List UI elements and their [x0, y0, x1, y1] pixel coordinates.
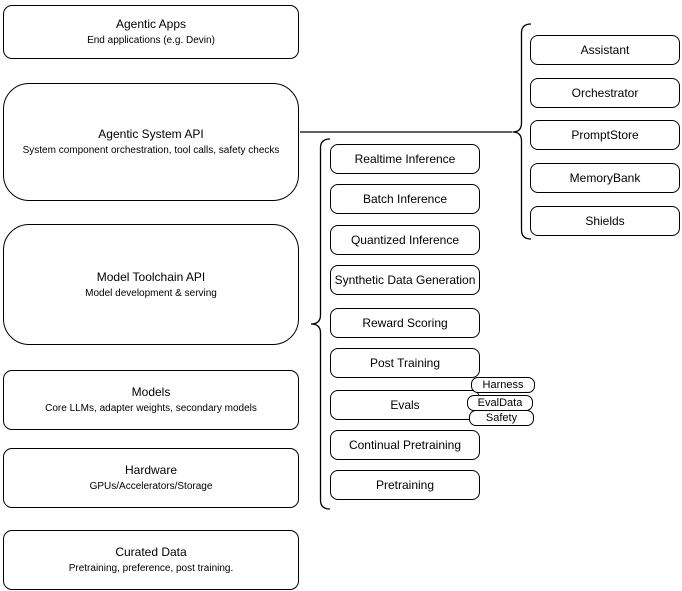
node-hardware: Hardware GPUs/Accelerators/Storage [3, 448, 299, 508]
node-agentic-system-api: Agentic System API System component orch… [3, 83, 299, 201]
node-subtitle: Model development & serving [85, 287, 217, 299]
node-title: Agentic System API [98, 127, 204, 141]
node-title: Hardware [124, 463, 178, 477]
node-subtitle: Pretraining, preference, post training. [68, 563, 234, 574]
node-realtime-inference: Realtime Inference [330, 144, 480, 174]
node-reward-scoring: Reward Scoring [330, 308, 480, 338]
node-promptstore: PromptStore [530, 120, 680, 150]
pill-harness: Harness [471, 377, 535, 393]
node-quantized-inference: Quantized Inference [330, 225, 480, 255]
pill-evaldata: EvalData [467, 395, 533, 411]
node-subtitle: End applications (e.g. Devin) [87, 35, 215, 46]
bracket-system-components [512, 23, 532, 240]
node-curated-data: Curated Data Pretraining, preference, po… [3, 530, 299, 590]
node-assistant: Assistant [530, 35, 680, 65]
node-evals: Evals [330, 390, 480, 420]
node-synthetic-data-generation: Synthetic Data Generation [330, 265, 480, 295]
bracket-toolchain-components [310, 138, 331, 510]
node-subtitle: GPUs/Accelerators/Storage [89, 481, 213, 492]
node-shields: Shields [530, 206, 680, 236]
node-title: Model Toolchain API [96, 269, 206, 284]
node-model-toolchain-api: Model Toolchain API Model development & … [3, 224, 299, 345]
node-post-training: Post Training [330, 348, 480, 378]
node-orchestrator: Orchestrator [530, 78, 680, 108]
node-title: Models [131, 385, 171, 399]
node-agentic-apps: Agentic Apps End applications (e.g. Devi… [3, 5, 299, 59]
node-subtitle: System component orchestration, tool cal… [22, 145, 280, 156]
node-batch-inference: Batch Inference [330, 184, 480, 214]
node-title: Agentic Apps [115, 17, 187, 31]
node-title: Curated Data [115, 545, 187, 559]
node-continual-pretraining: Continual Pretraining [330, 430, 480, 460]
node-pretraining: Pretraining [330, 470, 480, 500]
node-memorybank: MemoryBank [530, 163, 680, 193]
node-models: Models Core LLMs, adapter weights, secon… [3, 370, 299, 430]
node-subtitle: Core LLMs, adapter weights, secondary mo… [45, 403, 257, 414]
pill-safety: Safety [469, 410, 534, 426]
